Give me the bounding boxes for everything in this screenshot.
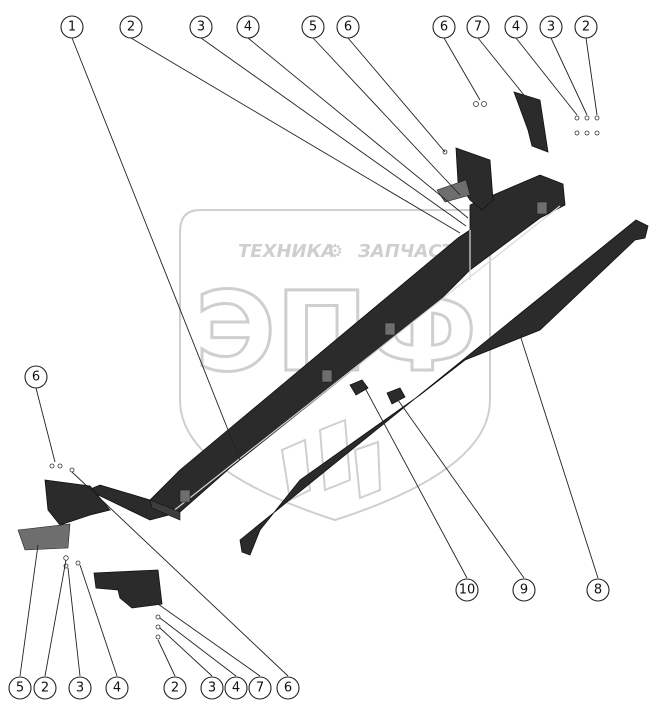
svg-text:4: 4 — [512, 20, 520, 35]
callout-6-right: 6 — [432, 15, 456, 39]
svg-text:9: 9 — [520, 583, 528, 598]
callout-8: 8 — [586, 578, 610, 602]
callout-9: 9 — [512, 578, 536, 602]
svg-text:6: 6 — [32, 370, 40, 385]
callout-1: 1 — [60, 15, 84, 39]
block-9 — [386, 387, 406, 405]
svg-text:2: 2 — [582, 20, 590, 35]
shim-5-lower — [17, 523, 71, 551]
svg-text:2: 2 — [171, 681, 179, 696]
leader-lines — [19, 37, 599, 677]
callout-4-bottom-right: 4 — [224, 676, 248, 700]
callout-2-bottom: 2 — [33, 676, 57, 700]
callout-4: 4 — [236, 15, 260, 39]
svg-text:3: 3 — [197, 20, 205, 35]
svg-text:5: 5 — [16, 681, 24, 696]
block-10 — [349, 379, 369, 396]
callout-5-bottom: 5 — [8, 676, 32, 700]
svg-text:4: 4 — [113, 681, 121, 696]
callout-2-right: 2 — [574, 15, 598, 39]
watermark-gear-icon: ⚙ — [327, 241, 343, 262]
callout-10: 10 — [455, 578, 479, 602]
callout-2: 2 — [119, 15, 143, 39]
callout-2-bottom-right: 2 — [163, 676, 187, 700]
watermark-text-1: ТЕХНИКА — [238, 241, 335, 262]
svg-text:6: 6 — [440, 20, 448, 35]
callout-6-bottom: 6 — [276, 676, 300, 700]
plate-7-upper — [513, 91, 549, 153]
svg-text:8: 8 — [594, 583, 602, 598]
end-plate-upper — [455, 147, 494, 211]
svg-text:4: 4 — [232, 681, 240, 696]
callout-7-bottom: 7 — [248, 676, 272, 700]
callout-3-right: 3 — [539, 15, 563, 39]
svg-text:6: 6 — [284, 681, 292, 696]
svg-text:6: 6 — [344, 20, 352, 35]
callout-6: 6 — [336, 15, 360, 39]
callout-3-bottom-right: 3 — [200, 676, 224, 700]
hardware — [49, 101, 600, 640]
callout-4-right: 4 — [504, 15, 528, 39]
svg-text:7: 7 — [256, 681, 264, 696]
shim-5-upper — [436, 179, 471, 203]
svg-text:3: 3 — [76, 681, 84, 696]
svg-text:3: 3 — [547, 20, 555, 35]
svg-text:7: 7 — [474, 20, 482, 35]
callout-3: 3 — [189, 15, 213, 39]
end-plate-lower — [44, 479, 111, 526]
svg-text:5: 5 — [309, 20, 317, 35]
callout-7-right: 7 — [466, 15, 490, 39]
svg-text:1: 1 — [68, 20, 76, 35]
callout-6-left: 6 — [24, 365, 48, 389]
svg-text:4: 4 — [244, 20, 252, 35]
bar-8 — [239, 219, 649, 556]
callout-5: 5 — [301, 15, 325, 39]
svg-text:2: 2 — [127, 20, 135, 35]
svg-text:3: 3 — [208, 681, 216, 696]
plate-7-lower — [93, 569, 163, 609]
callout-3-bottom: 3 — [68, 676, 92, 700]
svg-text:10: 10 — [459, 583, 476, 598]
callout-4-bottom: 4 — [105, 676, 129, 700]
svg-text:2: 2 — [41, 681, 49, 696]
